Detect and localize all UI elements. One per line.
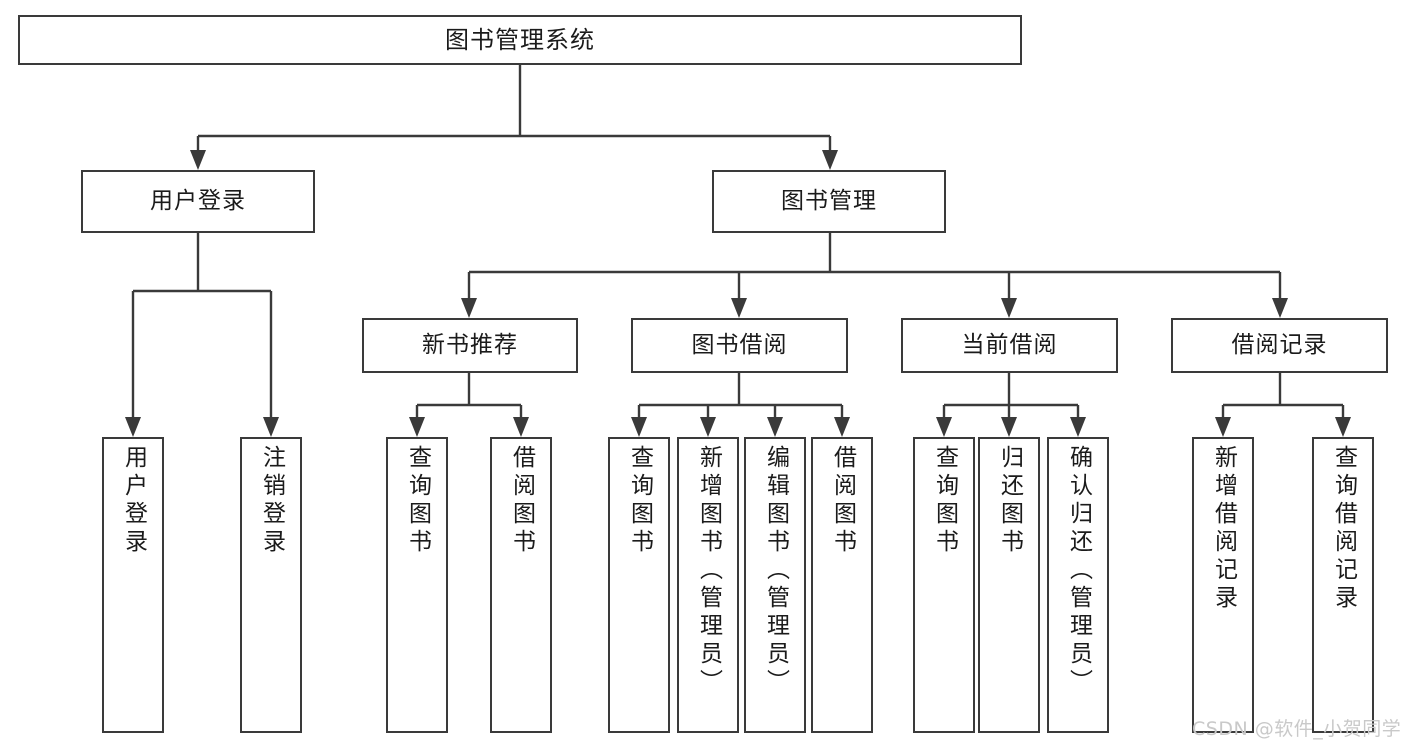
node-label: 借阅记录 [1231, 331, 1328, 358]
leaf-borrow-book-recommend[interactable]: 借阅图书 [490, 437, 552, 733]
node-label: 查询借阅记录 [1330, 445, 1357, 613]
node-label: 查询图书 [404, 445, 431, 557]
node-label: 新增借阅记录 [1210, 445, 1237, 613]
leaf-query-borrow-record[interactable]: 查询借阅记录 [1312, 437, 1374, 733]
node-label: 注销登录 [258, 445, 285, 557]
node-current-borrow[interactable]: 当前借阅 [901, 318, 1118, 373]
leaf-query-book-recommend[interactable]: 查询图书 [386, 437, 448, 733]
node-label: 用户登录 [120, 445, 147, 557]
leaf-query-book-borrow[interactable]: 查询图书 [608, 437, 670, 733]
node-label: 图书借阅 [691, 331, 788, 358]
node-label: 新增图书（管理员） [695, 445, 722, 697]
node-book-management[interactable]: 图书管理 [712, 170, 946, 233]
leaf-add-book[interactable]: 新增图书（管理员） [677, 437, 739, 733]
leaf-edit-book[interactable]: 编辑图书（管理员） [744, 437, 806, 733]
node-label: 当前借阅 [961, 331, 1058, 358]
node-label: 借阅图书 [508, 445, 535, 557]
node-label: 新书推荐 [422, 331, 518, 358]
node-label: 编辑图书（管理员） [762, 445, 789, 697]
leaf-logout-login[interactable]: 注销登录 [240, 437, 302, 733]
node-borrow-record[interactable]: 借阅记录 [1171, 318, 1388, 373]
leaf-borrow-book[interactable]: 借阅图书 [811, 437, 873, 733]
leaf-confirm-return[interactable]: 确认归还（管理员） [1047, 437, 1109, 733]
node-label: 查询图书 [931, 445, 958, 557]
leaf-return-book[interactable]: 归还图书 [978, 437, 1040, 733]
node-label: 图书管理 [781, 187, 877, 214]
node-book-borrow[interactable]: 图书借阅 [631, 318, 848, 373]
node-root-book-management-system[interactable]: 图书管理系统 [18, 15, 1022, 65]
node-label: 确认归还（管理员） [1065, 445, 1092, 697]
node-label: 图书管理系统 [445, 25, 595, 54]
node-label: 查询图书 [626, 445, 653, 557]
leaf-user-login[interactable]: 用户登录 [102, 437, 164, 733]
node-new-book-recommend[interactable]: 新书推荐 [362, 318, 578, 373]
leaf-add-borrow-record[interactable]: 新增借阅记录 [1192, 437, 1254, 733]
node-label: 归还图书 [996, 445, 1023, 557]
leaf-query-book-current[interactable]: 查询图书 [913, 437, 975, 733]
node-label: 用户登录 [150, 187, 246, 214]
node-user-login[interactable]: 用户登录 [81, 170, 315, 233]
node-label: 借阅图书 [829, 445, 856, 557]
